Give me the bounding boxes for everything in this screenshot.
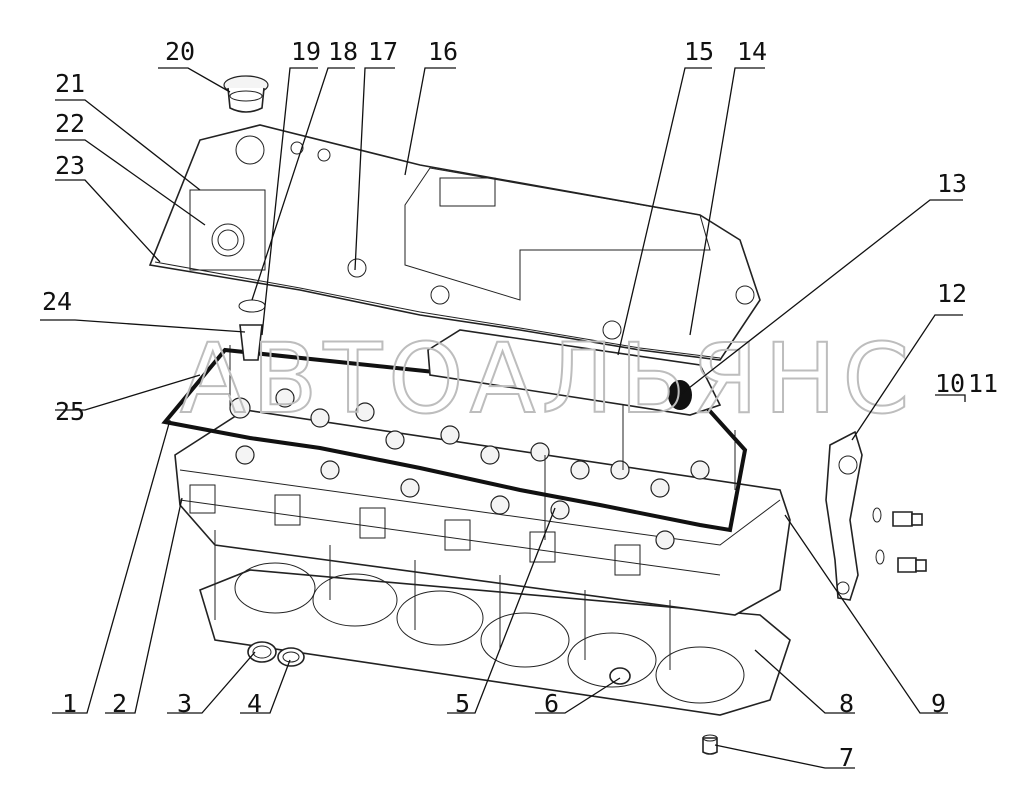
callout-4: 4: [247, 689, 262, 718]
rocker-cover: [148, 124, 761, 361]
leader-lines: [40, 67, 966, 769]
callout-10: 10: [935, 369, 965, 398]
oil-filler-cap: [223, 75, 269, 113]
callout-19: 19: [291, 37, 321, 66]
callout-1: 1: [62, 689, 77, 718]
callout-2: 2: [112, 689, 127, 718]
callout-23: 23: [55, 151, 85, 180]
callout-20: 20: [165, 37, 195, 66]
callout-5: 5: [455, 689, 470, 718]
breather-parts: [238, 299, 266, 361]
callout-18: 18: [328, 37, 358, 66]
callout-13: 13: [937, 169, 967, 198]
callout-15: 15: [684, 37, 714, 66]
callout-7: 7: [839, 743, 854, 772]
callout-11: 11: [968, 369, 998, 398]
bolts-and-washers: [872, 507, 927, 573]
callout-22: 22: [55, 109, 85, 138]
callout-6: 6: [544, 689, 559, 718]
callout-12: 12: [937, 279, 967, 308]
callout-24: 24: [42, 287, 72, 316]
callout-labels: 1 2 3 4 5 6 7 8 9 10 11 12 13 14 15 16 1…: [42, 37, 998, 772]
loose-small-parts: [247, 641, 718, 755]
callout-9: 9: [931, 689, 946, 718]
callout-25: 25: [55, 397, 85, 426]
lifting-bracket: [825, 430, 863, 601]
callout-3: 3: [177, 689, 192, 718]
callout-16: 16: [428, 37, 458, 66]
callout-14: 14: [737, 37, 767, 66]
callout-21: 21: [55, 69, 85, 98]
callout-8: 8: [839, 689, 854, 718]
watermark: АВТОАЛЬЯНС: [180, 323, 915, 435]
cover-plate: [427, 329, 722, 416]
callout-17: 17: [368, 37, 398, 66]
